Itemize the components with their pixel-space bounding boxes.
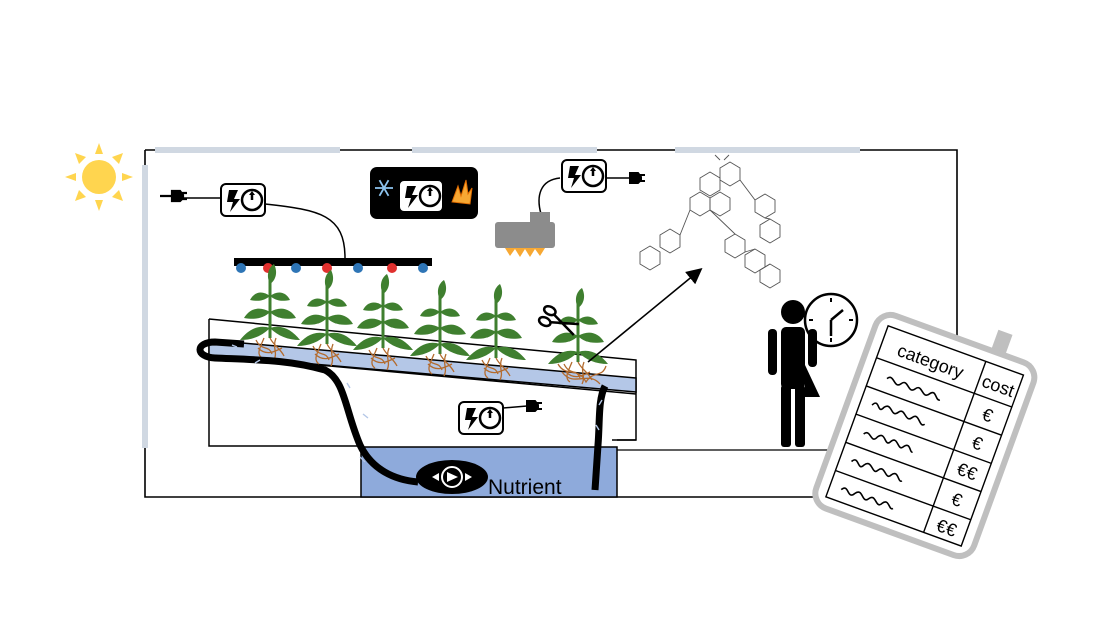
power-timer-icon — [457, 400, 505, 436]
led-bar — [234, 258, 432, 266]
climate-controller — [370, 167, 478, 219]
plug-icon — [526, 400, 542, 412]
plant — [546, 286, 610, 385]
cost-table — [824, 324, 1025, 547]
person-icon — [768, 300, 820, 447]
plug-icon — [629, 172, 645, 184]
pump-icon — [416, 460, 488, 494]
pump-controller — [457, 400, 542, 436]
power-timer-icon — [397, 178, 445, 214]
window — [675, 147, 860, 153]
power-timer-icon — [219, 182, 267, 218]
heat-icon — [451, 179, 473, 205]
lamp-glow — [505, 248, 545, 257]
window — [155, 147, 340, 153]
scissors-icon — [537, 304, 579, 336]
plug-icon — [160, 189, 187, 203]
harvest-arrow — [587, 267, 703, 363]
window — [142, 165, 148, 448]
lamp — [530, 212, 550, 224]
nutrient-tank: Nutrient — [360, 446, 618, 499]
power-timer-icon — [560, 158, 608, 194]
snowflake-icon — [375, 179, 393, 197]
clock-icon — [803, 292, 859, 348]
harvested-roots — [557, 363, 607, 385]
circulation-tubes — [196, 338, 609, 491]
room-outline — [142, 147, 958, 498]
scribbled-categories — [840, 376, 941, 510]
molecule-icon — [639, 154, 781, 289]
clipboard-icon: category cost € € €€ € €€ — [812, 311, 1038, 560]
lamp-controller — [495, 158, 645, 257]
hydroponic-channel — [208, 318, 870, 451]
tank-label: Nutrient — [488, 476, 562, 499]
sun-icon — [65, 143, 133, 211]
window — [412, 147, 597, 153]
